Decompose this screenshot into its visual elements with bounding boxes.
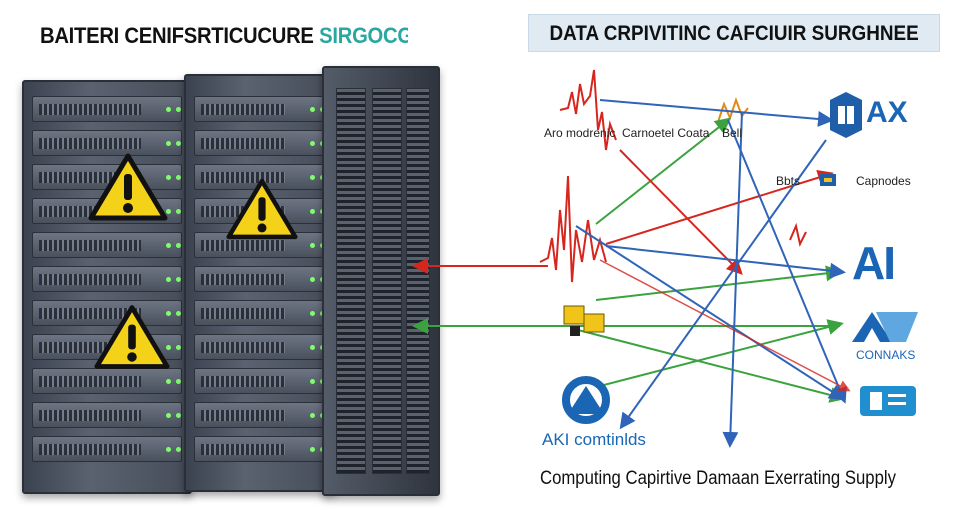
server-rack-right <box>322 66 440 496</box>
rack-unit <box>194 334 326 360</box>
ax-brand: AX <box>866 96 908 129</box>
signal-spike <box>717 97 749 123</box>
rack-unit <box>32 402 182 428</box>
arrow-red <box>599 259 851 392</box>
signal-spike <box>539 175 607 283</box>
ax-logo-icon <box>852 312 918 342</box>
label-mid-a: Bbts <box>776 174 801 188</box>
warning-icon <box>94 305 170 369</box>
chip-icon <box>563 305 605 336</box>
right-title: DATA CRPIVITINC CAFCIUIR SURGHNEE <box>528 14 940 52</box>
arrow-blue <box>722 111 743 448</box>
label-top-b: Carnoetel Coata <box>622 126 710 140</box>
arrow-blue <box>619 139 827 430</box>
rack-unit <box>32 300 182 326</box>
rack-unit <box>32 130 182 156</box>
rack-unit <box>32 266 182 292</box>
rack-unit <box>32 436 182 462</box>
connaks-label: CONNAKS <box>856 348 916 362</box>
bottom-brand: AKI comtinlds <box>542 430 646 449</box>
warning-icon <box>88 153 168 221</box>
rack-unit <box>32 96 182 122</box>
arrow-blue <box>605 245 846 279</box>
arrow-blue <box>599 99 834 127</box>
book-icon <box>830 92 862 138</box>
arrow-green <box>595 117 732 225</box>
rack-vent <box>372 88 402 474</box>
label-mid-b: Capnodes <box>856 174 911 188</box>
label-top-c: Bell <box>722 126 743 140</box>
server-rack-left <box>22 80 192 494</box>
chip-icon <box>820 174 836 186</box>
rack-unit <box>194 130 326 156</box>
arrow-red <box>619 149 743 275</box>
rack-unit <box>32 232 182 258</box>
rack-vent <box>406 88 430 474</box>
left-title-accent: SIRGOCGE <box>319 23 408 48</box>
signal-spike <box>789 222 807 247</box>
arrow-green <box>599 319 844 387</box>
left-title-text: BAITERI CENIFSRTICUCURE <box>40 23 314 48</box>
caption-text: Computing Capirtive Damaan Exerrating Su… <box>540 468 896 489</box>
arrow-green <box>595 265 842 301</box>
server-rack-middle <box>184 74 336 492</box>
rack-unit <box>194 300 326 326</box>
rack-vent <box>336 88 366 474</box>
arrow-blue <box>575 225 846 401</box>
caption: Computing Capirtive Damaan Exerrating Su… <box>540 468 920 494</box>
arrow-blue <box>727 119 847 404</box>
panel-icon <box>860 386 916 416</box>
circle-logo-icon <box>562 376 610 424</box>
signal-spike <box>559 69 617 151</box>
rack-unit <box>194 266 326 292</box>
warning-icon <box>226 178 298 240</box>
rack-unit <box>194 402 326 428</box>
rack-unit <box>194 96 326 122</box>
right-title-text: DATA CRPIVITINC CAFCIUIR SURGHNEE <box>549 22 919 45</box>
arrow-green <box>577 329 846 403</box>
label-top-a: Aro modrenic <box>544 126 616 140</box>
ai-logo-icon: AI <box>852 237 896 289</box>
left-title: BAITERI CENIFSRTICUCURESIRGOCGE <box>40 20 408 52</box>
server-racks <box>22 66 440 502</box>
